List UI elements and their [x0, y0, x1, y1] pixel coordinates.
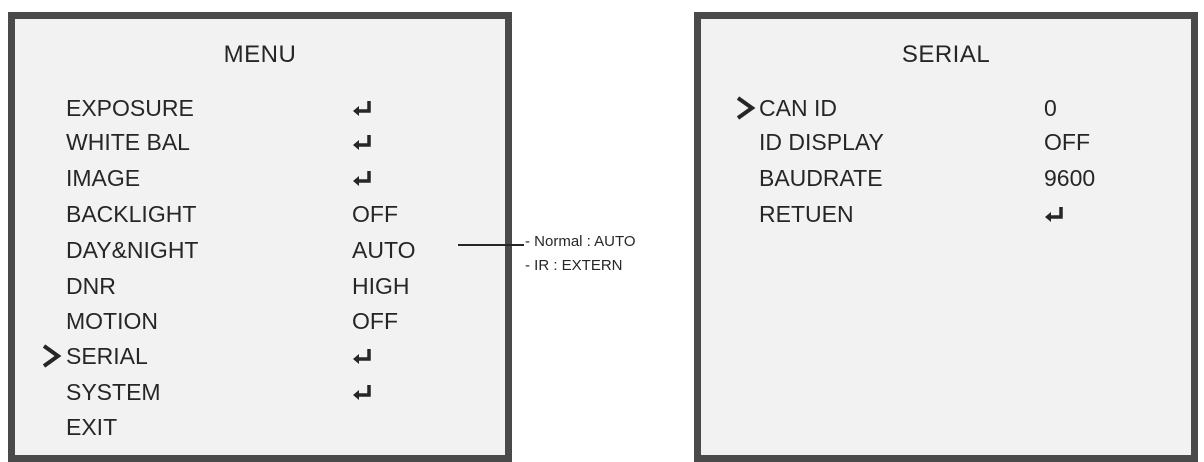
serial-item-label: RETUEN — [759, 201, 854, 227]
menu-item-label: SYSTEM — [66, 379, 161, 405]
menu-item-value: OFF — [352, 308, 398, 334]
cursor-arrow-icon — [735, 91, 757, 125]
enter-icon — [352, 91, 374, 116]
menu-item-day-night[interactable]: DAY&NIGHT AUTO — [15, 233, 505, 267]
menu-item-exposure[interactable]: EXPOSURE — [15, 91, 505, 125]
menu-item-label: EXIT — [66, 414, 118, 440]
day-night-annotation: - Normal : AUTO - IR : EXTERN — [525, 230, 636, 278]
menu-title: MENU — [223, 41, 297, 68]
annotation-line-normal: - Normal : AUTO — [525, 233, 636, 250]
serial-title: SERIAL — [901, 41, 991, 68]
menu-item-label: EXPOSURE — [66, 95, 194, 121]
serial-item-value: 0 — [1044, 95, 1057, 121]
menu-item-backlight[interactable]: BACKLIGHT OFF — [15, 197, 505, 231]
menu-item-white-bal[interactable]: WHITE BAL — [15, 125, 505, 159]
serial-item-baudrate[interactable]: BAUDRATE 9600 — [701, 161, 1191, 195]
menu-item-value: HIGH — [352, 273, 410, 299]
serial-panel: SERIAL CAN ID 0 ID DISPLAY OFF BAUDRATE … — [694, 12, 1198, 462]
menu-item-image[interactable]: IMAGE — [15, 161, 505, 195]
serial-item-label: CAN ID — [759, 95, 837, 121]
menu-item-label: DNR — [66, 273, 116, 299]
enter-icon — [352, 125, 374, 150]
cursor-arrow-icon — [41, 339, 63, 373]
menu-panel: MENU EXPOSURE WHITE BAL IMAGE BACKLIGHT … — [8, 12, 512, 462]
menu-item-label: IMAGE — [66, 165, 141, 191]
menu-item-value: AUTO — [352, 237, 416, 263]
menu-item-serial[interactable]: SERIAL — [15, 339, 505, 373]
enter-icon — [1044, 197, 1066, 222]
serial-item-label: ID DISPLAY — [759, 129, 884, 155]
menu-item-motion[interactable]: MOTION OFF — [15, 304, 505, 338]
menu-item-label: WHITE BAL — [66, 129, 190, 155]
annotation-line-ir: - IR : EXTERN — [525, 257, 623, 274]
serial-item-value: OFF — [1044, 129, 1090, 155]
enter-icon — [352, 375, 374, 400]
menu-item-system[interactable]: SYSTEM — [15, 375, 505, 409]
menu-item-dnr[interactable]: DNR HIGH — [15, 269, 505, 303]
enter-icon — [352, 161, 374, 186]
serial-item-retuen[interactable]: RETUEN — [701, 197, 1191, 231]
annotation-connector-line — [458, 244, 524, 246]
serial-item-value: 9600 — [1044, 165, 1096, 191]
menu-item-value: OFF — [352, 201, 398, 227]
menu-item-exit[interactable]: EXIT — [15, 410, 505, 444]
menu-item-label: SERIAL — [66, 343, 148, 369]
menu-item-label: DAY&NIGHT — [66, 237, 199, 263]
serial-item-id-display[interactable]: ID DISPLAY OFF — [701, 125, 1191, 159]
enter-icon — [352, 339, 374, 364]
serial-item-label: BAUDRATE — [759, 165, 883, 191]
serial-item-can-id[interactable]: CAN ID 0 — [701, 91, 1191, 125]
menu-item-label: MOTION — [66, 308, 158, 334]
menu-item-label: BACKLIGHT — [66, 201, 197, 227]
